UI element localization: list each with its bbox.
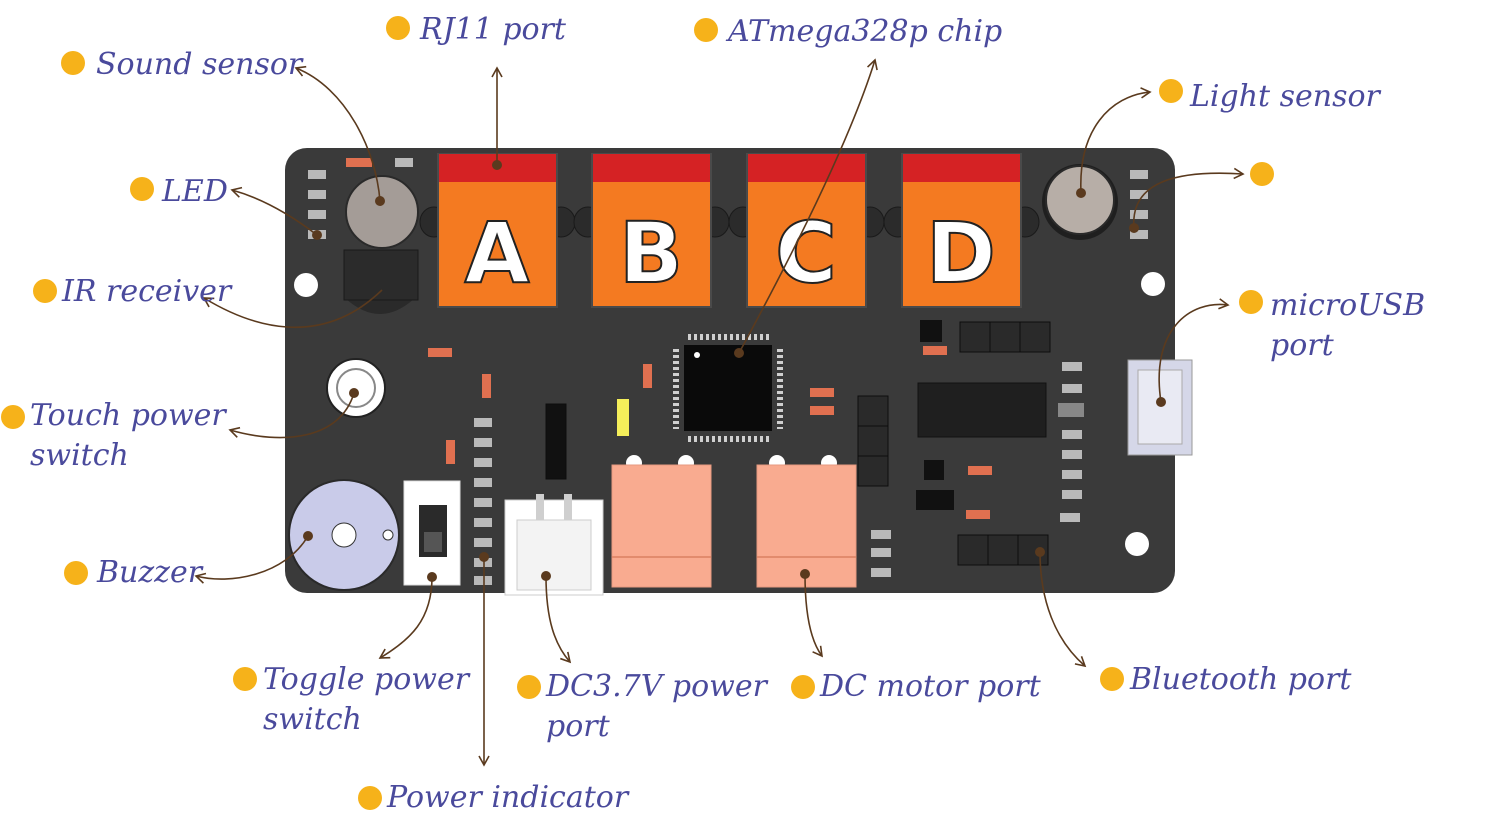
label-rj11: RJ11 port (420, 12, 566, 47)
buzzer (288, 479, 400, 591)
dc-motor-port (611, 455, 857, 588)
yellow-capacitor (617, 399, 629, 436)
arrow-motor (804, 573, 823, 658)
label-light-sensor: Light sensor (1190, 79, 1380, 114)
bullet-dot (386, 16, 410, 40)
arrow-light (1080, 87, 1152, 194)
callout-arrows (194, 58, 1245, 767)
arrow-sound (294, 65, 381, 202)
arrow-atmega (738, 58, 878, 354)
anchor-dots (303, 160, 1166, 582)
arrow-touch (228, 392, 355, 439)
arrow-bluetooth (1039, 551, 1087, 668)
label-sound-sensor: Sound sensor (96, 47, 303, 82)
label-microusb-line1: microUSB (1270, 288, 1426, 323)
bullet-dot (1159, 79, 1183, 103)
rj11-port-c: C (728, 153, 885, 308)
bullet-dot (358, 786, 382, 810)
port-letter: D (926, 204, 996, 302)
mounting-hole (1141, 272, 1165, 296)
arrow-ir (202, 289, 383, 329)
bullet-dot (694, 18, 718, 42)
label-ir-receiver: IR receiver (62, 274, 232, 309)
port-letter: A (464, 204, 529, 302)
port-letter: C (775, 204, 837, 302)
dc-power-port (504, 494, 604, 596)
header-pins (545, 321, 1051, 566)
bullet-dot (517, 675, 541, 699)
label-bluetooth: Bluetooth port (1130, 662, 1352, 697)
bullet-dot (1239, 290, 1263, 314)
label-dc-line2: port (546, 709, 610, 744)
bullet-dot (61, 51, 85, 75)
label-atmega: ATmega328p chip (728, 14, 1003, 49)
bullet-dot (791, 675, 815, 699)
bullet-dot (233, 667, 257, 691)
microusb-connector (1127, 359, 1193, 456)
touch-switch (326, 358, 386, 418)
mounting-hole (1125, 532, 1149, 556)
arrow-led (230, 186, 318, 236)
bullet-dot (130, 177, 154, 201)
bullet-dot (1100, 667, 1124, 691)
smd-components (308, 158, 1148, 585)
arrow-microusb (1158, 298, 1230, 403)
label-toggle-line2: switch (263, 702, 362, 737)
ic-chip (917, 382, 1047, 438)
bullet-dot (1, 405, 25, 429)
mounting-hole (294, 273, 318, 297)
port-letter: B (619, 204, 683, 302)
label-touch-line1: Touch power (30, 398, 226, 433)
label-microusb-line2: port (1270, 328, 1334, 363)
toggle-switch (403, 480, 461, 586)
rj11-port-a: A (419, 153, 576, 308)
light-sensor (1042, 164, 1118, 240)
sound-sensor (345, 175, 419, 249)
ir-receiver (343, 249, 419, 314)
label-led: LED (162, 174, 228, 209)
arrow-dc (545, 575, 572, 664)
label-toggle-line1: Toggle power (263, 662, 470, 697)
label-dc-motor: DC motor port (820, 669, 1041, 704)
label-touch-line2: switch (30, 438, 129, 473)
arrow-toggle (378, 576, 433, 659)
rj11-port-b: B (573, 153, 730, 308)
bullet-dot (64, 561, 88, 585)
bullet-dot (1250, 162, 1274, 186)
arrow-led-right (1133, 167, 1245, 229)
label-power-indicator: Power indicator (387, 780, 629, 815)
rj11-port-d: D (883, 153, 1040, 308)
rj11-ports: A B C D (419, 153, 1040, 308)
bullet-dot (33, 279, 57, 303)
arrow-buzzer (194, 535, 309, 584)
label-dc-line1: DC3.7V power (546, 669, 767, 704)
atmega-chip (673, 334, 783, 442)
label-buzzer: Buzzer (97, 555, 203, 590)
